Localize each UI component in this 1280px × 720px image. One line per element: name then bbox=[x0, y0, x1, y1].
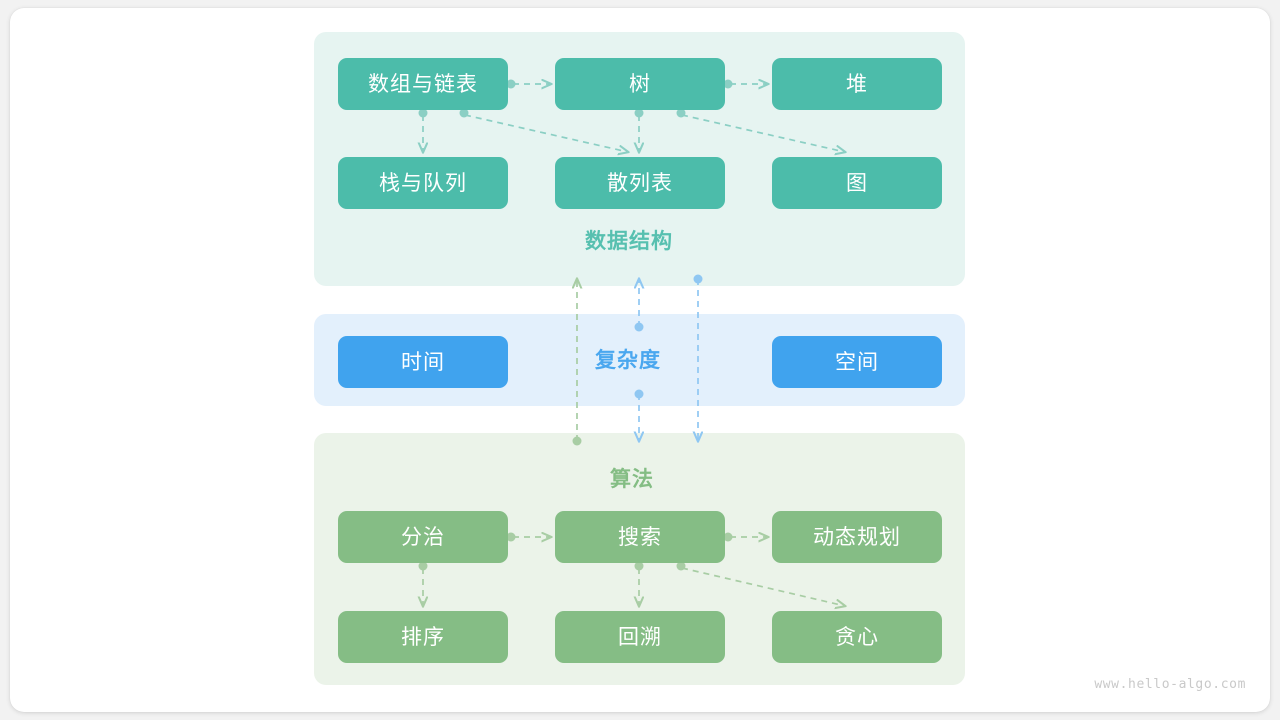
node-heap[interactable]: 堆 bbox=[772, 58, 942, 110]
node-time-complexity[interactable]: 时间 bbox=[338, 336, 508, 388]
node-searching[interactable]: 搜索 bbox=[555, 511, 725, 563]
watermark-url: www.hello-algo.com bbox=[1094, 677, 1246, 692]
node-tree[interactable]: 树 bbox=[555, 58, 725, 110]
node-greedy[interactable]: 贪心 bbox=[772, 611, 942, 663]
node-stack-and-queue[interactable]: 栈与队列 bbox=[338, 157, 508, 209]
node-space-complexity[interactable]: 空间 bbox=[772, 336, 942, 388]
node-graph[interactable]: 图 bbox=[772, 157, 942, 209]
node-sorting[interactable]: 排序 bbox=[338, 611, 508, 663]
section-caption-algorithm: 算法 bbox=[610, 468, 654, 491]
node-divide-and-conquer[interactable]: 分治 bbox=[338, 511, 508, 563]
node-hash-table[interactable]: 散列表 bbox=[555, 157, 725, 209]
section-caption-data-structure: 数据结构 bbox=[585, 230, 673, 253]
section-caption-complexity: 复杂度 bbox=[595, 349, 661, 372]
node-backtracking[interactable]: 回溯 bbox=[555, 611, 725, 663]
node-dynamic-programming[interactable]: 动态规划 bbox=[772, 511, 942, 563]
node-array-and-linked-list[interactable]: 数组与链表 bbox=[338, 58, 508, 110]
